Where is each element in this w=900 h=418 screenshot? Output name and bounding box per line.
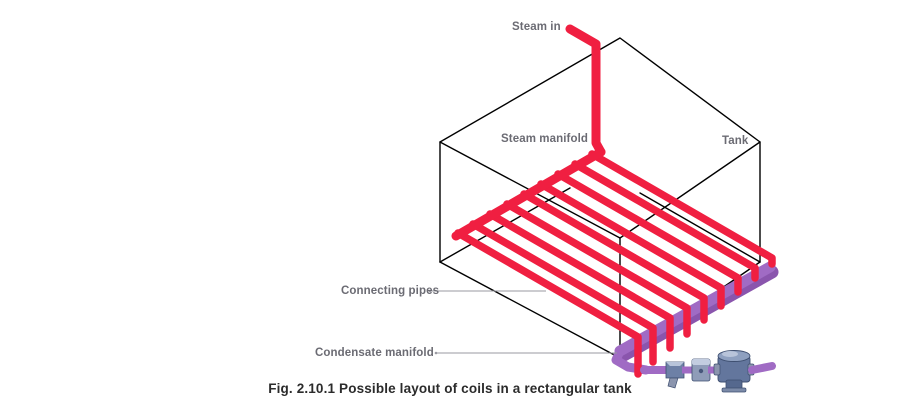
condensate-manifold-body [614,261,776,357]
steam-trap-base-flange [721,387,747,393]
strainer-union [691,358,711,382]
coil-pipe [588,150,776,268]
trap-discharge-pipe [748,362,776,374]
coil-pipe [520,190,708,324]
coil-pipe [469,220,657,366]
strainer-highlight [692,359,710,365]
steam-trap-assembly [640,350,776,393]
coil-pipe [554,170,742,296]
label-steam-manifold: Steam manifold [501,133,589,145]
check-valve-stem [667,377,679,389]
connecting-pipes-leader-dot [428,289,432,293]
steam-trap-inlet-flange [713,363,721,376]
tank-floor-edge-left [439,261,621,359]
figure-caption: Fig. 2.10.1 Possible layout of coils in … [268,381,632,396]
coil-pipe [486,210,674,352]
leader-lines [428,289,617,355]
label-condensate-manifold: Condensate manifold [315,347,434,359]
strainer-port [698,368,704,374]
coil-pipe [454,229,642,378]
steam-trap [713,350,755,393]
steam-trap-cap-highlight [722,351,738,357]
coil-pipe [503,200,691,338]
steam-supply-pipe [451,24,606,241]
label-tank: Tank [722,135,749,147]
check-valve [665,361,685,389]
check-valve-highlight [666,362,684,366]
condensate-manifold-leader-dot [434,351,438,355]
coil-pipe [571,160,759,282]
label-connecting-pipes: Connecting pipes [341,285,440,297]
coil-pipe [537,180,725,310]
tank-floor-edge-back-right [639,192,761,263]
coil-bank [454,150,776,378]
label-steam-in: Steam in [512,21,561,33]
steam-inlet-pipe [565,24,606,157]
steam-manifold-pipe [451,147,606,241]
